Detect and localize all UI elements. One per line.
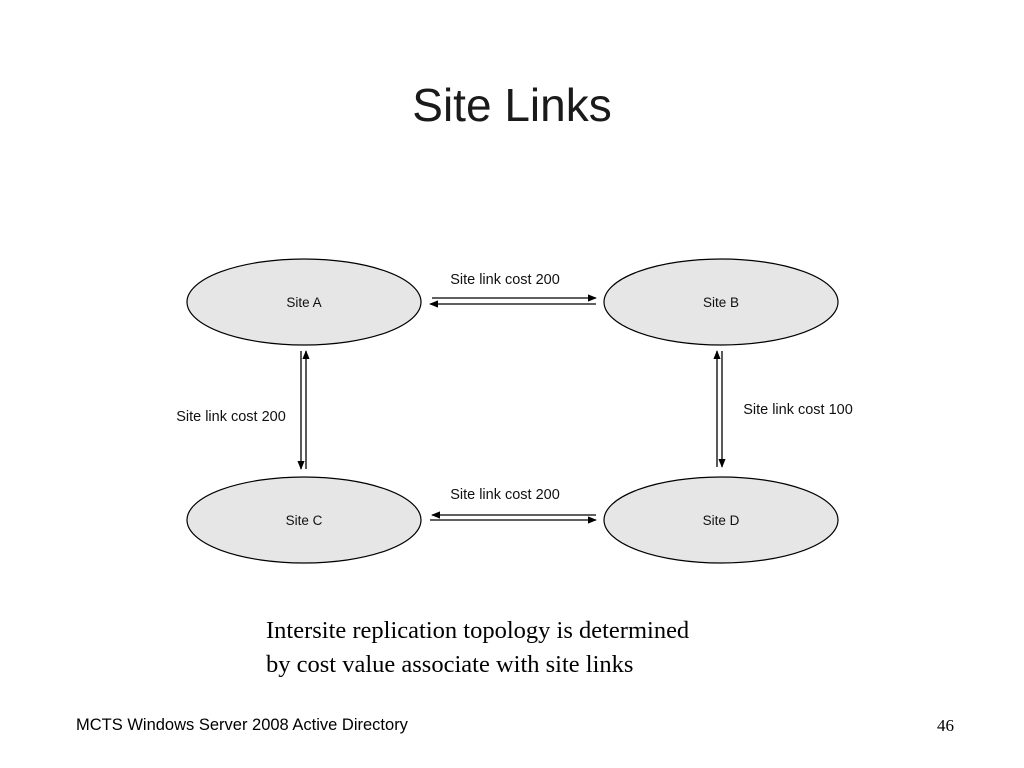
link-a-b: Site link cost 200 (429, 272, 597, 308)
caption: Intersite replication topology is determ… (266, 614, 786, 682)
link-a-c-label: Site link cost 200 (176, 409, 286, 425)
caption-line-2: by cost value associate with site links (266, 651, 634, 678)
site-d: Site D (603, 476, 839, 564)
site-c-label: Site C (286, 513, 323, 528)
link-b-d-label: Site link cost 100 (743, 402, 853, 418)
link-a-b-label: Site link cost 200 (450, 272, 560, 288)
caption-line-1: Intersite replication topology is determ… (266, 617, 690, 644)
link-b-d: Site link cost 100 (713, 350, 853, 468)
site-a: Site A (186, 258, 422, 346)
site-c: Site C (186, 476, 422, 564)
slide-title: Site Links (412, 79, 612, 131)
link-c-d-label: Site link cost 200 (450, 487, 560, 503)
site-b: Site B (603, 258, 839, 346)
footer-course-title: MCTS Windows Server 2008 Active Director… (76, 716, 408, 734)
link-a-c: Site link cost 200 (176, 350, 310, 470)
page-number: 46 (937, 716, 954, 735)
link-c-d: Site link cost 200 (430, 487, 597, 524)
site-b-label: Site B (703, 295, 739, 310)
site-a-label: Site A (286, 295, 321, 310)
site-d-label: Site D (703, 513, 740, 528)
